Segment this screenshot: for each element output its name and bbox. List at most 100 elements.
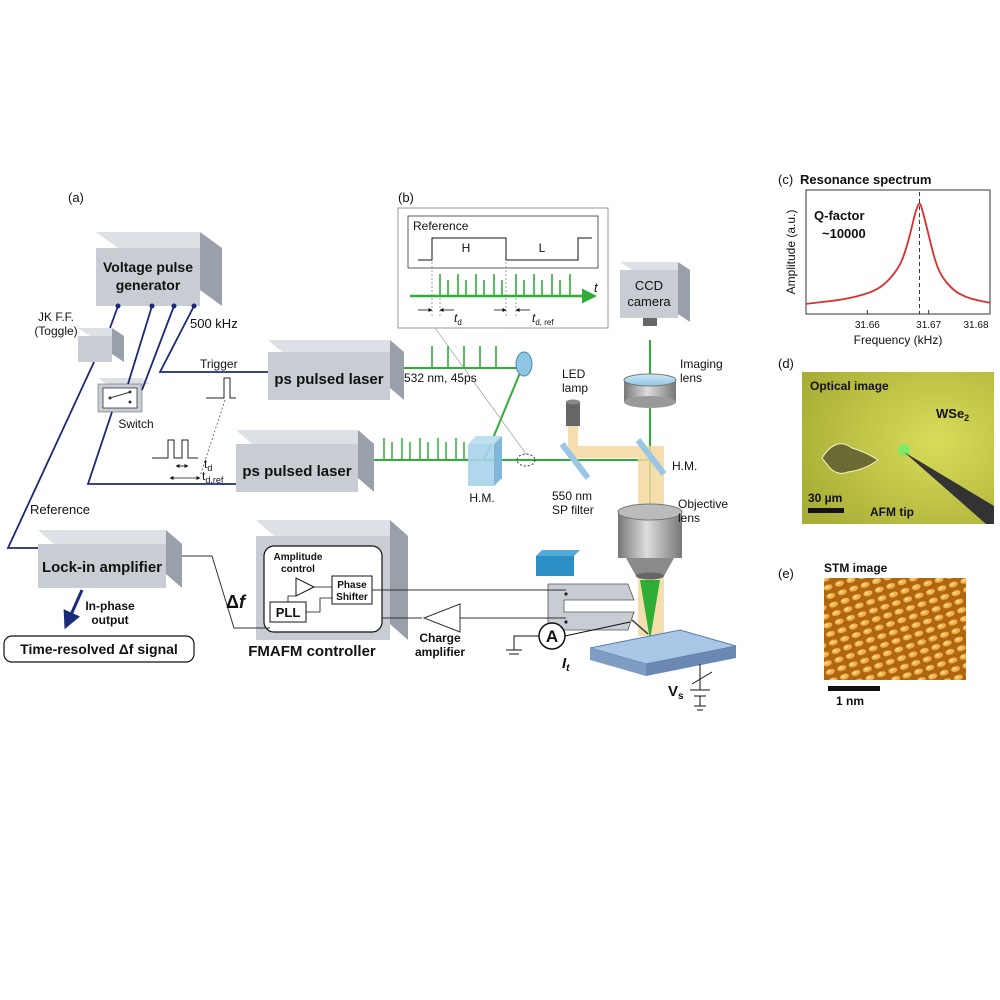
mirror [515,351,533,377]
ammeter-wires [506,621,631,655]
led-label-line1: LED [562,367,586,381]
ammeter-label: A [546,627,558,646]
cantilever-signal-lines [372,589,566,619]
laser-beams [374,340,651,520]
afm-tip-label: AFM tip [870,505,914,519]
jk-flip-flop: JK F.F. (Toggle) [34,310,124,362]
ps-laser-bottom: ps pulsed laser [236,430,374,492]
amp-control-line2: control [281,564,315,575]
stm-title: STM image [824,561,888,575]
imaging-lens-label-line2: lens [680,371,702,385]
reference-box [407,215,599,269]
phase-shifter-line1: Phase [337,580,367,591]
switch: Switch [97,378,154,431]
hm-left-label: H.M. [469,491,494,505]
bias-voltage-label: Vs [668,683,684,702]
x-tick-label: 31.66 [855,320,880,331]
optical-scale-bar [808,508,844,513]
chart-layer: 31.66 31.67 31.68 [805,192,991,331]
signal-output-label: Time-resolved Δf signal [20,641,178,657]
led-label-line2: lamp [562,381,588,395]
imaging-lens-label-line1: Imaging [680,357,723,371]
sp-filter-label-line1: 550 nm [552,489,592,503]
charge-amp-line2: amplifier [415,645,465,659]
ps-laser-top-label: ps pulsed laser [274,371,383,388]
panel-a-label: (a) [68,190,84,205]
low-label: L [539,241,546,255]
x-tick-label: 31.68 [963,320,988,331]
ccd-camera: CCD camera [620,262,690,326]
stm-scale-bar [828,686,880,691]
switch-label: Switch [118,417,153,431]
chart-ylabel: Amplitude (a.u.) [784,210,798,295]
trigger-label: Trigger [200,357,238,371]
panel-b-tdref-label: td, ref [532,311,554,327]
half-mirror-right [635,438,667,476]
half-mirror-cube [468,436,502,486]
laser-spec-label: 532 nm, 45ps [404,371,477,385]
stm-scale-label: 1 nm [836,694,864,708]
phase-shifter-line2: Shifter [336,592,368,603]
reference-label: Reference [30,502,90,517]
amp-control-line1: Amplitude [274,552,323,563]
panel-b-reference-label: Reference [413,219,469,233]
in-phase-label-line2: output [91,613,128,627]
optical-material-label: WSe2 [936,406,969,423]
laser-spot [898,444,910,456]
x-tick-label: 31.67 [916,320,941,331]
lock-in-label: Lock-in amplifier [42,559,162,576]
afm-tip-shadow [904,452,994,524]
sp-filter [559,442,591,480]
chart-xlabel: Frequency (kHz) [854,333,943,347]
lock-in-amplifier: Lock-in amplifier [38,530,182,588]
cantilever-holder [536,550,649,635]
in-phase-output-arrow [63,589,84,630]
panel-c-label: (c) [778,172,793,187]
frequency-label: 500 kHz [190,316,238,331]
ps-laser-top: ps pulsed laser [268,340,404,400]
jk-ff-label-line1: JK F.F. [38,310,74,324]
tunnel-current-label: It [562,655,570,674]
wiring [6,305,268,549]
sp-filter-label-line2: SP filter [552,503,594,517]
ccd-label-line1: CCD [635,278,663,293]
pll-label: PLL [276,605,301,620]
in-phase-label-line1: In-phase [85,599,135,613]
focused-beam [640,580,660,640]
optical-scale-label: 30 µm [808,491,842,505]
imaging-lens [623,373,677,408]
panel-d-label: (d) [778,356,794,371]
charge-amplifier [422,603,461,633]
beam-zoom-marker [516,453,536,467]
voltage-pulse-generator: Voltage pulse generator [96,232,222,306]
fmafm-label: FMAFM controller [248,643,376,660]
fmafm-controller: Amplitude control Phase Shifter PLL [256,520,408,640]
pulse-train [439,274,571,296]
high-label: H [462,241,471,255]
resonance-curve [805,202,991,305]
voltage-pulse-generator-line1: Voltage pulse [103,259,193,275]
delta-f-label: Δf [226,592,247,612]
td-label: td [204,457,212,473]
objective-label-line2: lens [678,511,700,525]
time-label: t [594,280,599,295]
panel-e-label: (e) [778,566,794,581]
panel-b-label: (b) [398,190,414,205]
wire-nodes [115,303,197,309]
signal-output-box [3,635,195,663]
ccd-label-line2: camera [627,294,671,309]
delay-pulse-trace [152,439,198,459]
objective-lens [617,503,683,580]
bias-source [690,664,713,711]
delta-f-signal-line [182,555,270,629]
led-lamp [566,399,580,426]
sample-stage [589,629,737,676]
charge-amp-line1: Charge [419,631,461,645]
chart-annotation-line2: ~10000 [822,226,866,241]
stm-image [824,578,966,680]
reference-square-wave [418,237,592,261]
chart-title: Resonance spectrum [800,172,932,187]
chart-annotation-line1: Q-factor [814,208,865,223]
optical-image-title: Optical image [810,379,889,393]
